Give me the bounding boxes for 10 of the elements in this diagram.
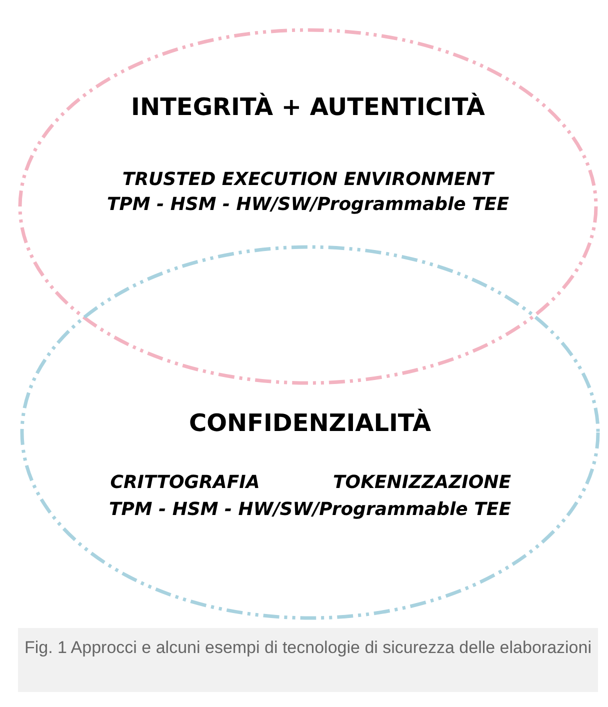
ellipse-region — [20, 245, 600, 620]
technology-label: CRITTOGRAFIA — [110, 472, 260, 494]
subheading: TRUSTED EXECUTION ENVIRONMENT — [122, 169, 494, 191]
technology-list: TPM - HSM - HW/SW/Programmable TEE — [108, 499, 512, 521]
figure-caption: Fig. 1 Approcci e alcuni esempi di tecnologie di sicurezza delle elaborazioni — [18, 628, 598, 692]
heading: INTEGRITÀ + AUTENTICITÀ — [131, 92, 485, 122]
heading: CONFIDENZIALITÀ — [188, 408, 432, 438]
technology-label: TOKENIZZAZIONE — [332, 472, 512, 494]
technology-list: TPM - HSM - HW/SW/Programmable TEE — [106, 194, 510, 216]
ellipse-region — [18, 28, 598, 385]
